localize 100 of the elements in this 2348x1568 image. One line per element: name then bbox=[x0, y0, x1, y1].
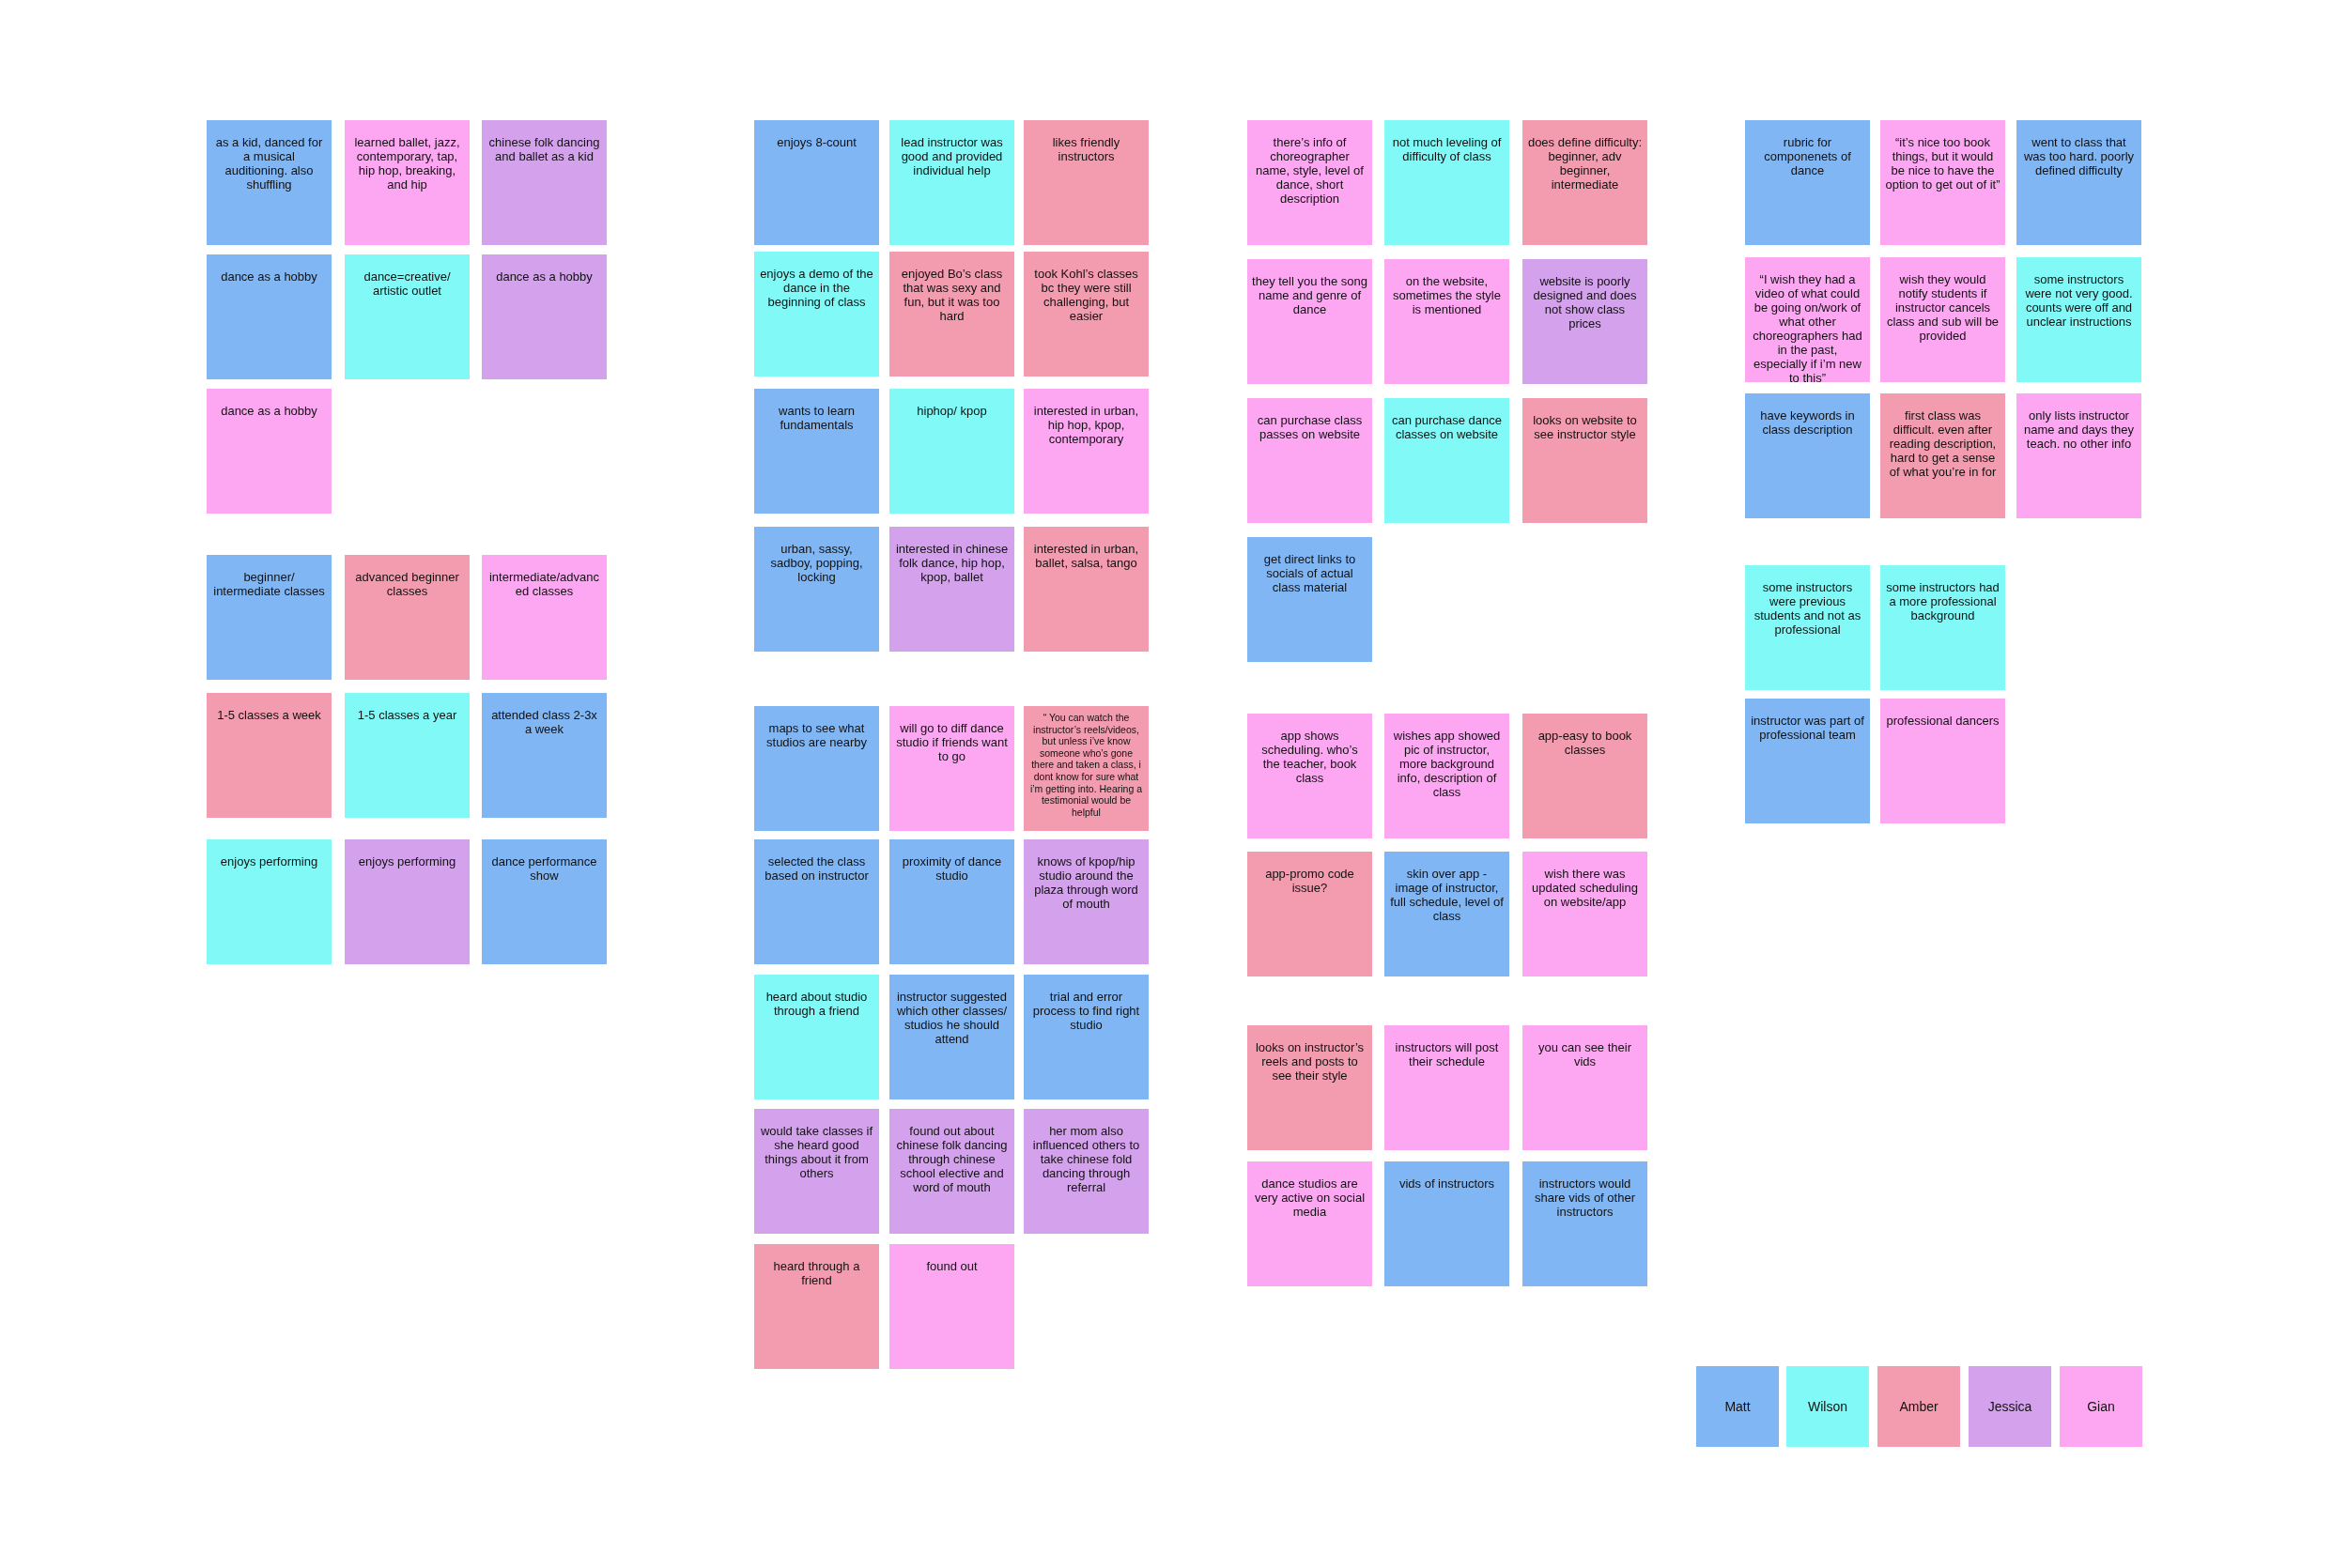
note-text: some instructors were previous students and not as professional bbox=[1753, 580, 1862, 637]
note-text: app-promo code issue? bbox=[1264, 867, 1355, 895]
sticky-note bbox=[1384, 1025, 1509, 1150]
sticky-note bbox=[889, 706, 1014, 831]
note-text: dance as a hobby bbox=[220, 269, 318, 284]
sticky-note bbox=[207, 389, 332, 514]
sticky-note bbox=[1024, 1109, 1149, 1234]
sticky-note bbox=[1522, 120, 1647, 245]
sticky-note bbox=[754, 1109, 879, 1234]
sticky-note bbox=[754, 252, 879, 377]
sticky-note bbox=[1024, 527, 1149, 652]
sticky-note bbox=[1384, 1161, 1509, 1286]
note-text: proximity of dance studio bbox=[901, 854, 1003, 883]
sticky-note bbox=[1247, 120, 1372, 245]
sticky-note bbox=[889, 839, 1014, 964]
legend-label: Matt bbox=[1724, 1399, 1751, 1414]
sticky-note bbox=[1024, 252, 1149, 377]
note-text: can purchase dance classes on website bbox=[1390, 413, 1504, 441]
sticky-note bbox=[345, 555, 470, 680]
sticky-note bbox=[1384, 259, 1509, 384]
note-text: trial and error process to find right studio bbox=[1031, 990, 1141, 1032]
sticky-note bbox=[345, 693, 470, 818]
note-text: wish they would notify students if instructor cancels class and sub will be provided bbox=[1885, 272, 2000, 343]
sticky-note bbox=[207, 693, 332, 818]
note-text: interested in urban, ballet, salsa, tango bbox=[1032, 542, 1140, 570]
note-text: dance as a hobby bbox=[220, 404, 318, 418]
note-text: does define difficulty: beginner, adv beginner, intermediate bbox=[1527, 135, 1643, 192]
sticky-note bbox=[345, 254, 470, 379]
sticky-note bbox=[482, 555, 607, 680]
note-text: there’s info of choreographer name, style, level of dance, short description bbox=[1255, 135, 1365, 206]
legend-label: Gian bbox=[2087, 1399, 2115, 1414]
note-text: as a kid, danced for a musical auditioning. also shuffling bbox=[214, 135, 324, 192]
note-text: intermediate/advanced classes bbox=[487, 570, 601, 598]
note-text: found out bbox=[925, 1259, 979, 1273]
sticky-note bbox=[345, 839, 470, 964]
note-text: chinese folk dancing and ballet as a kid bbox=[487, 135, 601, 163]
note-text: dance=creative/ artistic outlet bbox=[363, 269, 452, 298]
note-text: 1-5 classes a week bbox=[216, 708, 322, 722]
sticky-note bbox=[2016, 257, 2141, 382]
sticky-note bbox=[1880, 565, 2005, 690]
note-text: found out about chinese folk dancing through chinese school elective and word of mouth bbox=[895, 1124, 1009, 1194]
note-text: learned ballet, jazz, contemporary, tap, hip hop, breaking, and hip bbox=[353, 135, 461, 192]
note-text: not much leveling of difficulty of class bbox=[1391, 135, 1503, 163]
sticky-note bbox=[754, 527, 879, 652]
sticky-note bbox=[1024, 975, 1149, 1099]
note-text: heard through a friend bbox=[772, 1259, 861, 1287]
sticky-note bbox=[1024, 839, 1149, 964]
note-text: enjoyed Bo’s class that was sexy and fun, but it was too hard bbox=[900, 267, 1004, 323]
sticky-note bbox=[1247, 259, 1372, 384]
sticky-note bbox=[1024, 120, 1149, 245]
note-text: wants to learn fundamentals bbox=[778, 404, 856, 432]
sticky-note bbox=[1247, 714, 1372, 838]
legend-label: Jessica bbox=[1987, 1399, 2032, 1414]
note-text: wishes app showed pic of instructor, more background info, description of class bbox=[1392, 729, 1502, 799]
note-text: looks on website to see instructor style bbox=[1532, 413, 1638, 441]
sticky-note bbox=[754, 389, 879, 514]
note-text: enjoys performing bbox=[219, 854, 319, 869]
note-text: you can see their vids bbox=[1537, 1040, 1632, 1068]
sticky-note bbox=[2016, 120, 2141, 245]
note-text: attended class 2-3x a week bbox=[490, 708, 598, 736]
note-text: app-easy to book classes bbox=[1537, 729, 1633, 757]
note-text: “ You can watch the instructor’s reels/videos, but unless i’ve know someone who’s gone there and taken a class, i dont know for sure what i’m getting into. Hearing a testimonial would be helpful bbox=[1028, 712, 1144, 819]
note-text: first class was difficult. even after reading description, hard to get a sense of what you’re in for bbox=[1888, 408, 1998, 479]
note-text: interested in chinese folk dance, hip hop, kpop, ballet bbox=[894, 542, 1010, 584]
sticky-note bbox=[1522, 852, 1647, 976]
sticky-note bbox=[754, 706, 879, 831]
sticky-note bbox=[889, 1109, 1014, 1234]
sticky-note bbox=[345, 120, 470, 245]
sticky-note bbox=[889, 252, 1014, 377]
sticky-note bbox=[889, 975, 1014, 1099]
note-text: advanced beginner classes bbox=[354, 570, 460, 598]
sticky-note bbox=[482, 254, 607, 379]
sticky-note bbox=[1745, 120, 1870, 245]
note-text: 1-5 classes a year bbox=[356, 708, 458, 722]
note-text: instructor suggested which other classes/ studios he should attend bbox=[895, 990, 1009, 1046]
note-text: interested in urban, hip hop, kpop, contemporary bbox=[1032, 404, 1140, 446]
note-text: “I wish they had a video of what could be going on/work of what other choreographers had in the past, especially if i’m new to this” bbox=[1752, 272, 1863, 385]
sticky-note bbox=[1024, 706, 1149, 831]
sticky-note bbox=[207, 120, 332, 245]
note-text: they tell you the song name and genre of dance bbox=[1252, 274, 1367, 316]
note-text: likes friendly instructors bbox=[1051, 135, 1121, 163]
sticky-note bbox=[1880, 257, 2005, 382]
note-text: dance as a hobby bbox=[495, 269, 594, 284]
note-text: some instructors were not very good. counts were off and unclear instructions bbox=[2024, 272, 2134, 329]
sticky-note bbox=[1384, 714, 1509, 838]
note-text: knows of kpop/hip studio around the plaza through word of mouth bbox=[1033, 854, 1139, 911]
note-text: beginner/ intermediate classes bbox=[212, 570, 326, 598]
note-text: will go to diff dance studio if friends want to go bbox=[895, 721, 1009, 763]
note-text: app shows scheduling. who’s the teacher, book class bbox=[1260, 729, 1359, 785]
sticky-note bbox=[889, 389, 1014, 514]
note-text: selected the class based on instructor bbox=[764, 854, 870, 883]
note-text: skin over app - image of instructor, full schedule, level of class bbox=[1389, 867, 1505, 923]
note-text: rubric for componenets of dance bbox=[1763, 135, 1852, 177]
note-text: can purchase class passes on website bbox=[1256, 413, 1364, 441]
note-text: have keywords in class description bbox=[1759, 408, 1856, 437]
note-text: website is poorly designed and does not show class prices bbox=[1532, 274, 1638, 331]
sticky-note bbox=[207, 555, 332, 680]
note-text: heard about studio through a friend bbox=[765, 990, 869, 1018]
note-text: instructor was part of professional team bbox=[1750, 714, 1865, 742]
note-text: instructors will post their schedule bbox=[1394, 1040, 1500, 1068]
